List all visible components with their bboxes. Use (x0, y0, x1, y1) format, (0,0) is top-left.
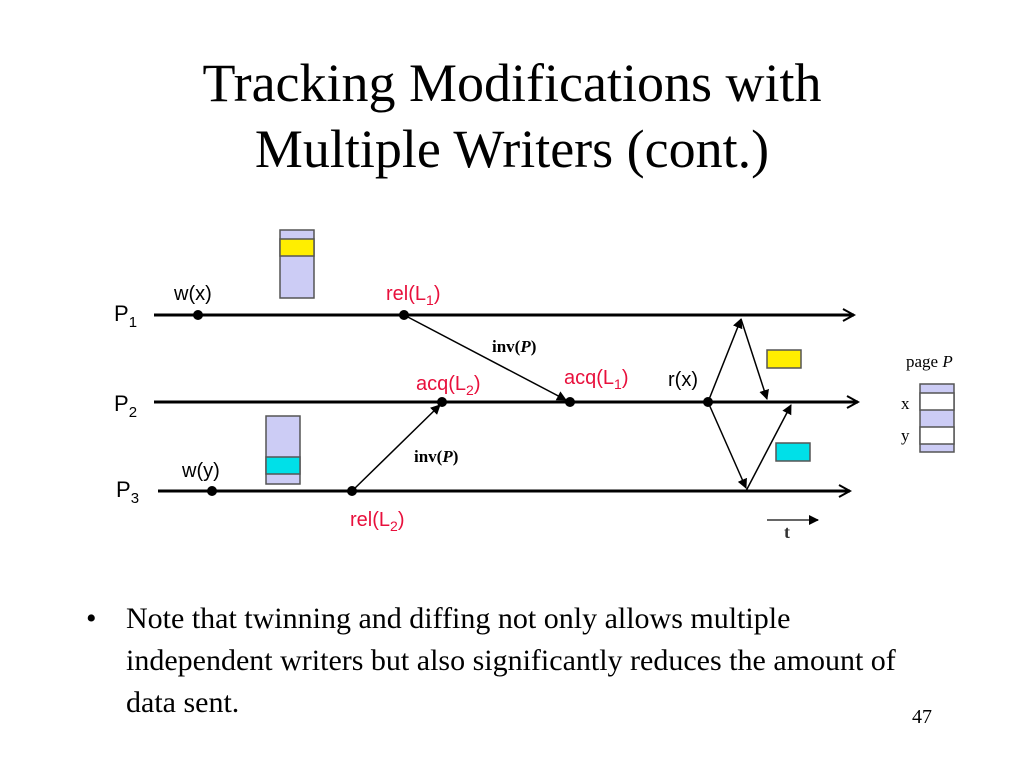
reply-arrow-from-p1 (740, 318, 769, 400)
page-copy-p3 (265, 415, 301, 485)
diff-x-block (766, 349, 802, 369)
page-row-x-label: x (901, 394, 910, 413)
page-row-y (919, 426, 955, 445)
page-p-label: page P (906, 352, 953, 371)
reply-arrow-from-p3 (745, 404, 792, 492)
title-line-2: Multiple Writers (cont.) (254, 119, 770, 179)
label-inv-message-2: inv(P) (414, 447, 458, 466)
label-acq-l1: acq(L1) (564, 367, 629, 392)
message-arrow-inv-p1-to-p2 (403, 314, 567, 401)
time-label: t (784, 522, 790, 542)
process-label-p1: P1 (114, 301, 137, 331)
event-dot-w-y (207, 486, 217, 496)
label-r-x: r(x) (668, 369, 698, 391)
event-dot-acq-l1 (565, 397, 575, 407)
page-row-x (919, 392, 955, 411)
modified-x-block (279, 238, 315, 257)
page-number: 47 (912, 706, 932, 728)
label-inv-message-1: inv(P) (492, 337, 536, 356)
label-rel-l1: rel(L1) (386, 283, 440, 308)
process-label-p2: P2 (114, 391, 137, 421)
event-dot-w-x (193, 310, 203, 320)
modified-y-block (265, 456, 301, 475)
label-w-y: w(y) (181, 460, 220, 482)
request-arrow-to-p3 (707, 401, 747, 489)
label-w-x: w(x) (173, 283, 212, 305)
diff-y-block (775, 442, 811, 462)
label-acq-l2: acq(L2) (416, 373, 481, 398)
timeline-diagram: P1 P2 P3 w(x) w(y) r(x) rel(L1) acq(L2) … (114, 229, 955, 542)
slide-title: Tracking Modifications with Multiple Wri… (0, 50, 1024, 182)
title-line-1: Tracking Modifications with (202, 53, 822, 113)
bullet-symbol: • (86, 602, 97, 635)
message-arrow-inv-p3-to-p2 (351, 404, 441, 492)
label-rel-l2: rel(L2) (350, 509, 404, 534)
request-arrow-to-p1 (707, 318, 743, 403)
page-p-diagram (919, 383, 955, 453)
page-row-y-label: y (901, 426, 910, 445)
process-label-p3: P3 (116, 477, 139, 507)
bullet-text: Note that twinning and diffing not only … (126, 602, 896, 719)
page-copy-p1 (279, 229, 315, 299)
